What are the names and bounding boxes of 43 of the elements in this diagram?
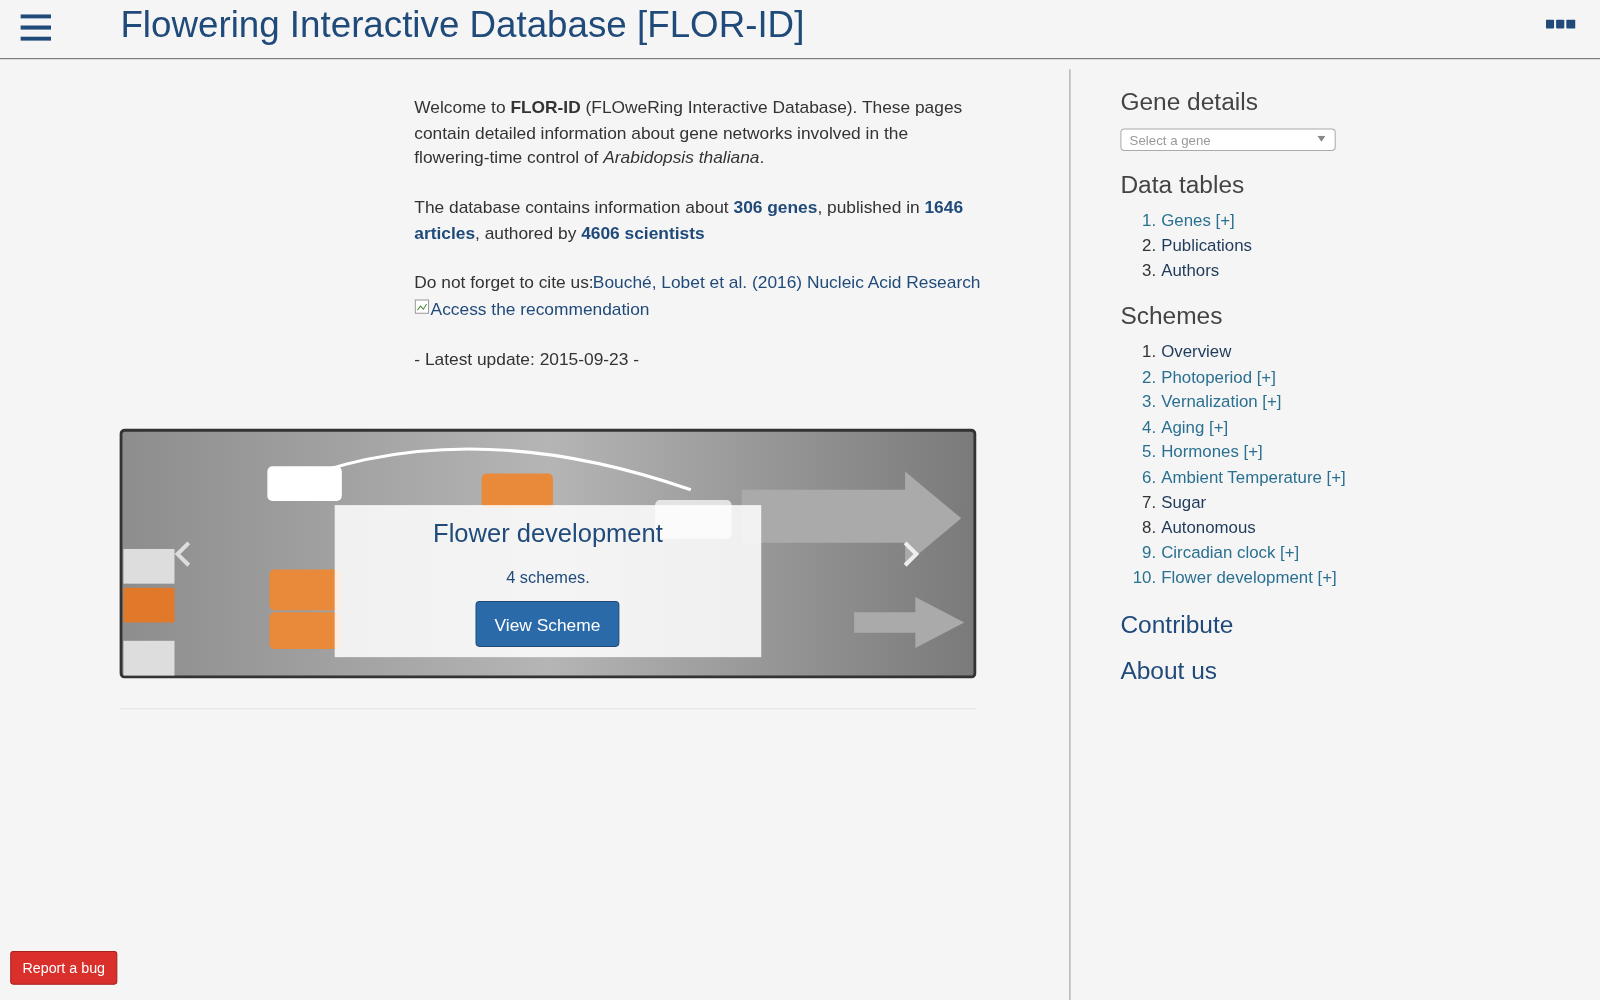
section-link: Contribute <box>1120 610 1234 639</box>
list-link: Authors <box>1161 260 1220 280</box>
list-link: Publications <box>1161 235 1252 255</box>
citation-link: Bouché, Lobet et al. (2016) Nucleic Acid Research <box>592 272 981 293</box>
list-link: Ambient Temperature [+] <box>1161 467 1346 487</box>
list-link: Photoperiod [+] <box>1161 366 1276 387</box>
list-number: 4. <box>1141 417 1157 437</box>
list-number: 1. <box>1141 210 1157 230</box>
gene-select-field: Select a gene <box>1120 128 1336 151</box>
list-number: 8. <box>1141 517 1157 537</box>
list-number: 3. <box>1141 260 1157 280</box>
caption-text: 4 schemes. <box>505 568 591 587</box>
list-number: 5. <box>1141 442 1157 462</box>
list-link: Sugar <box>1161 492 1207 512</box>
list-number: 6. <box>1141 467 1157 487</box>
view-scheme-button: View Scheme <box>475 601 620 647</box>
list-link: Vernalization [+] <box>1161 392 1282 412</box>
citation-text: Do not forget to cite us: <box>414 272 594 293</box>
section-heading: Gene details <box>1120 87 1258 117</box>
section-heading: Schemes <box>1120 302 1223 331</box>
update-text: - Latest update: 2015-09-23 - <box>414 350 639 371</box>
list-link: Circadian clock [+] <box>1161 542 1300 563</box>
list-link: Genes [+] <box>1161 210 1235 230</box>
stats-paragraph: The database contains information about 306 genes, published in 1646 articles, authored by 4606 scientists <box>414 196 965 245</box>
caption-heading: Flower development <box>432 518 664 548</box>
list-link: Overview <box>1161 341 1232 362</box>
list-number: 1. <box>1141 341 1157 362</box>
list-link: Aging [+] <box>1161 417 1229 437</box>
list-number: 2. <box>1141 235 1157 255</box>
section-link: About us <box>1120 656 1218 685</box>
list-number: 3. <box>1141 392 1157 412</box>
intro-paragraph: Welcome to FLOR-ID (FLOweRing Interactive Database). These pages contain detailed information about gene networks involved in the flowering-time control of Arabidopsis thaliana. <box>414 96 964 170</box>
list-link: Hormones [+] <box>1161 442 1263 462</box>
list-number: 2. <box>1141 366 1157 387</box>
list-number: 9. <box>1141 542 1157 563</box>
list-number: 10. <box>1131 567 1157 588</box>
page-title: Flowering Interactive Database [FLOR-ID] <box>120 3 805 46</box>
list-number: 7. <box>1141 492 1157 512</box>
list-link: Flower development [+] <box>1161 567 1337 588</box>
list-link: Autonomous <box>1161 517 1256 537</box>
report-bug-button: Report a bug <box>10 951 118 985</box>
section-heading: Data tables <box>1120 170 1245 199</box>
recommendation-link: Access the recommendation <box>430 300 650 321</box>
